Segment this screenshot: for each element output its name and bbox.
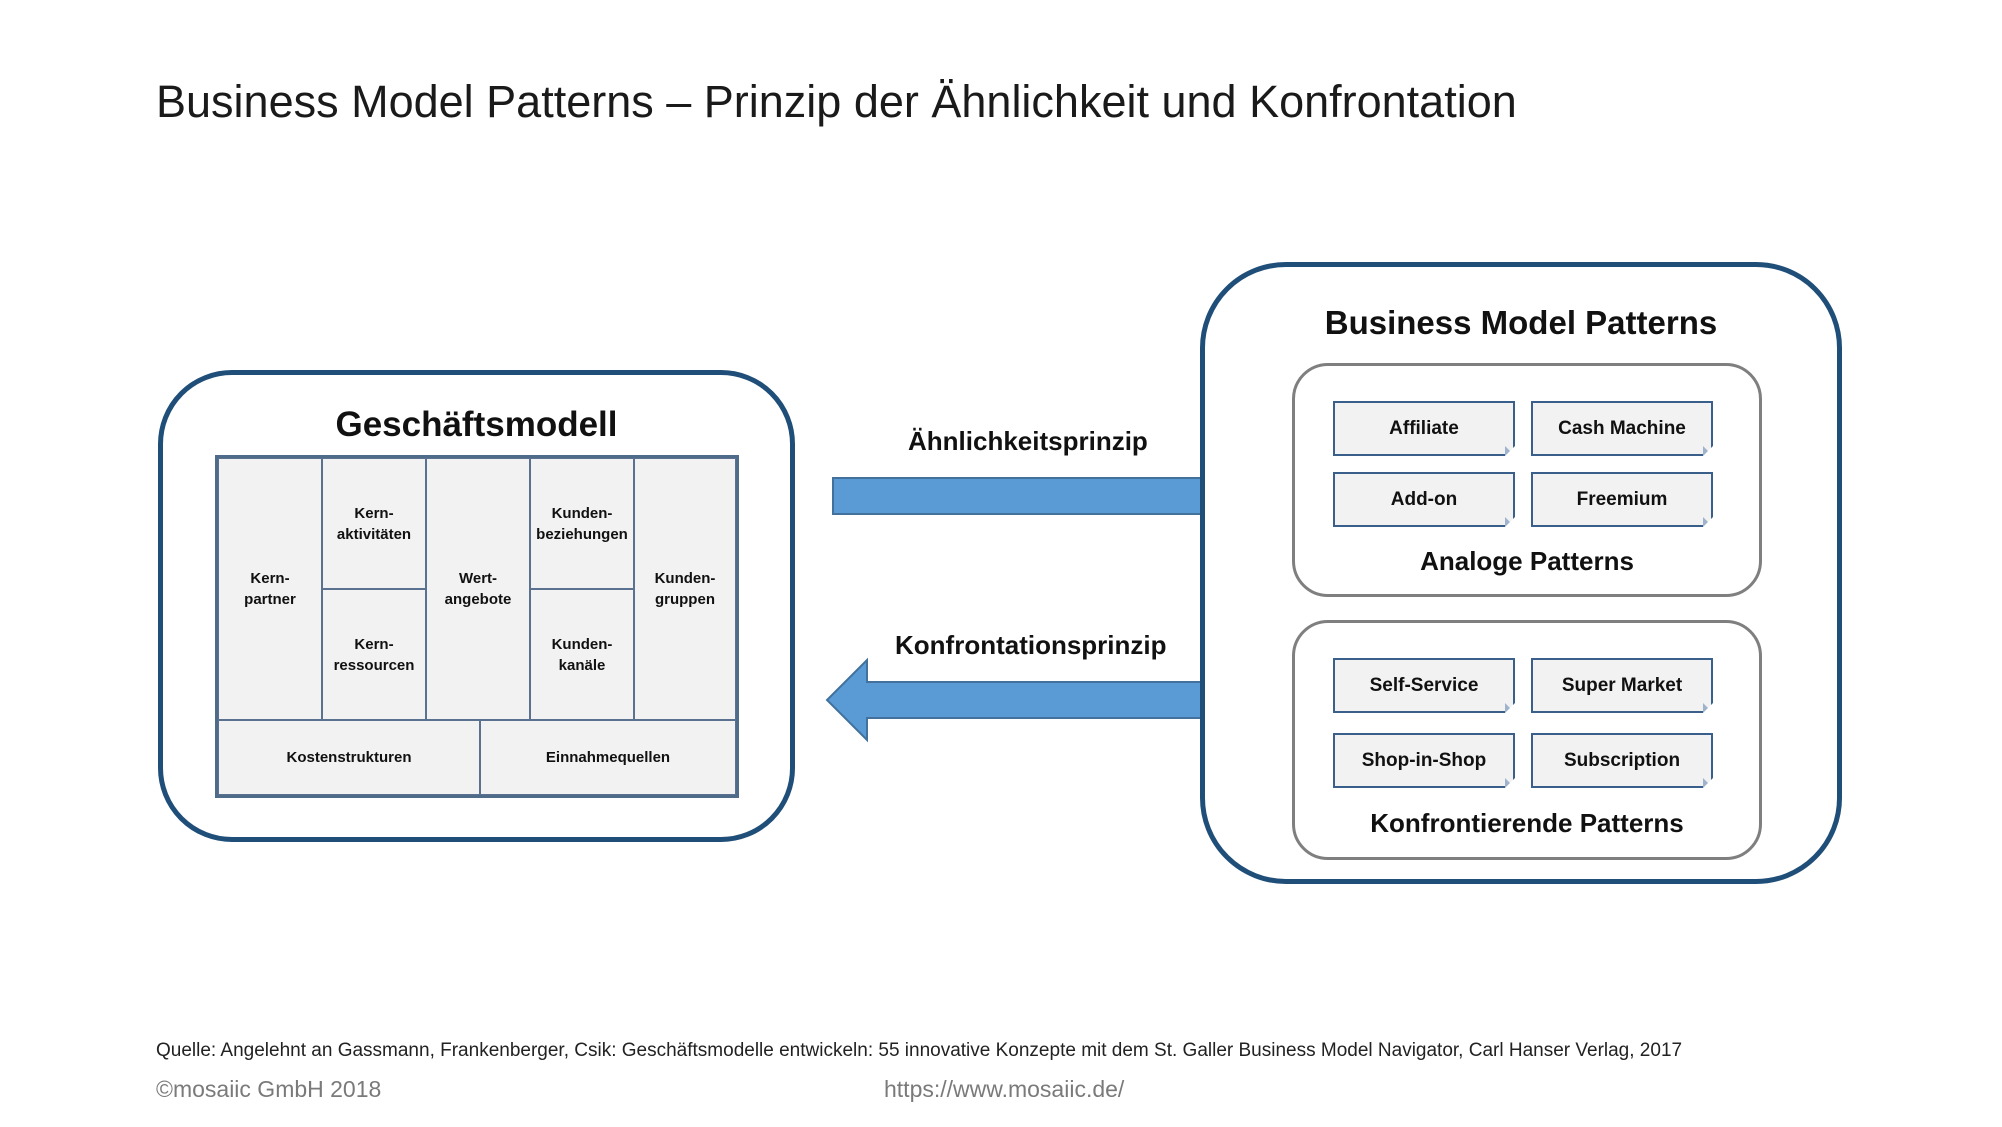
canvas-cell-wertangebote: Wert- angebote <box>426 458 530 720</box>
canvas-cell-kernaktivitaeten: Kern- aktivitäten <box>322 458 426 589</box>
canvas-cell-kostenstrukturen: Kostenstrukturen <box>218 720 480 795</box>
source-citation: Quelle: Angelehnt an Gassmann, Frankenbe… <box>156 1040 1683 1061</box>
pattern-label: Add-on <box>1390 488 1458 510</box>
copyright: ©mosaiic GmbH 2018 <box>156 1076 382 1102</box>
pattern-label: Super Market <box>1561 674 1683 696</box>
analog-patterns-label: Analoge Patterns <box>1420 546 1634 576</box>
pattern-label: Self-Service <box>1369 674 1479 696</box>
pattern-card-freemium: Freemium <box>1531 472 1713 527</box>
slide-title: Business Model Patterns – Prinzip der Äh… <box>156 76 1517 127</box>
pattern-label: Affiliate <box>1389 417 1459 439</box>
website-url[interactable]: https://www.mosaiic.de/ <box>884 1076 1125 1102</box>
canvas-cell-kundenbeziehungen: Kunden- beziehungen <box>530 458 634 589</box>
canvas-cell-kundengruppen: Kunden- gruppen <box>634 458 736 720</box>
pattern-card-cash-machine: Cash Machine <box>1531 401 1713 456</box>
similarity-arrow-label: Ähnlichkeitsprinzip <box>908 426 1148 456</box>
pattern-card-affiliate: Affiliate <box>1333 401 1515 456</box>
geschaeftsmodell-title: Geschäftsmodell <box>335 405 618 444</box>
pattern-card-add-on: Add-on <box>1333 472 1515 527</box>
pattern-card-shop-in-shop: Shop-in-Shop <box>1333 733 1515 788</box>
pattern-card-self-service: Self-Service <box>1333 658 1515 713</box>
pattern-label: Subscription <box>1563 749 1681 771</box>
pattern-label: Freemium <box>1576 488 1668 510</box>
pattern-label: Shop-in-Shop <box>1361 749 1487 771</box>
business-model-canvas: Kern- partner Kern- aktivitäten Kern- re… <box>215 455 739 798</box>
canvas-cell-kernpartner: Kern- partner <box>218 458 322 720</box>
pattern-label: Cash Machine <box>1558 417 1686 439</box>
confronting-patterns-label: Konfrontierende Patterns <box>1370 808 1684 838</box>
pattern-card-subscription: Subscription <box>1531 733 1713 788</box>
canvas-cell-kundenkanaele: Kunden- kanäle <box>530 589 634 720</box>
business-model-patterns-title: Business Model Patterns <box>1324 304 1718 341</box>
pattern-card-super-market: Super Market <box>1531 658 1713 713</box>
canvas-cell-einnahmequellen: Einnahmequellen <box>480 720 736 795</box>
confrontation-arrow-label: Konfrontationsprinzip <box>895 630 1167 660</box>
canvas-cell-kernressourcen: Kern- ressourcen <box>322 589 426 720</box>
